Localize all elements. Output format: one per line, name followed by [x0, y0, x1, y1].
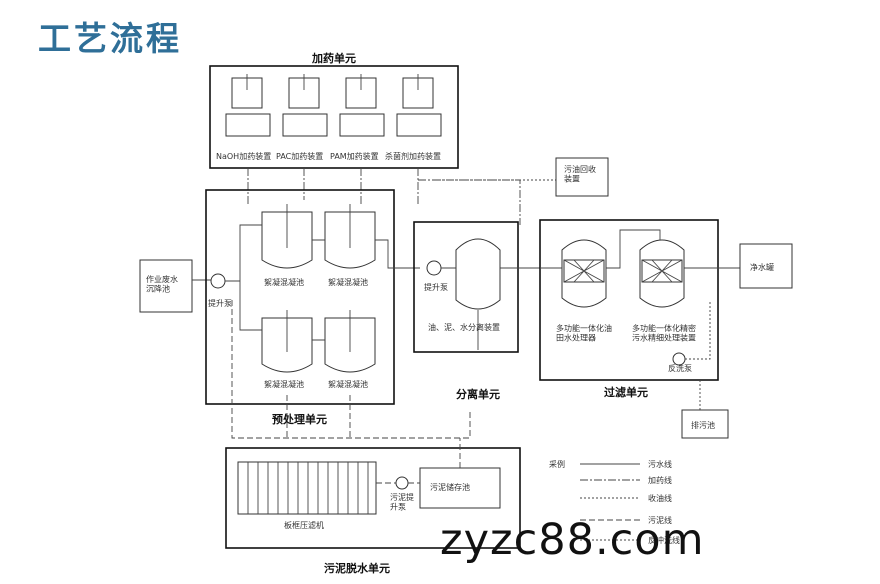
sludge-tank-box	[419, 467, 501, 509]
drain-tank-label: 排污池	[691, 420, 715, 430]
sludge-pump-icon	[395, 476, 409, 490]
backwash-pump-label: 反洗泵	[668, 363, 692, 373]
drain-tank-box	[681, 409, 729, 439]
separation-lines	[441, 267, 540, 350]
dosing-device-label-naoh: NaOH加药装置	[216, 151, 271, 161]
filtration-unit-label: 过滤单元	[604, 385, 648, 399]
dosing-tank-2: PAC加药装置	[276, 74, 328, 161]
svg-text:絮凝混凝池: 絮凝混凝池	[264, 277, 304, 287]
svg-text:板框压滤机: 板框压滤机	[284, 520, 324, 530]
watermark-text: zyzc88.com	[440, 515, 705, 565]
coag-tank-3: 絮凝混凝池	[261, 310, 313, 389]
separator-vessel	[455, 238, 501, 310]
separator-label: 油、泥、水分离装置	[428, 322, 500, 332]
filtration-unit-frame	[539, 219, 719, 381]
source-tank-label: 作业废水沉降池	[146, 274, 178, 294]
pretreat-sludge-lines	[231, 300, 471, 439]
page-title: 工艺流程	[38, 19, 182, 58]
sludge-pump-label: 污泥提升泵	[390, 492, 414, 512]
source-tank-box	[139, 259, 193, 313]
filter-vessel-1: 多功能一体化油田水处理器	[556, 239, 612, 343]
legend-item-dosing: 加药线	[648, 475, 672, 485]
lift-pump-2-icon	[426, 260, 442, 276]
dosing-tank-1: NaOH加药装置	[216, 74, 271, 161]
clean-tank-label: 净水罐	[750, 262, 774, 272]
svg-text:多功能一体化精密污水精细处理装置: 多功能一体化精密污水精细处理装置	[632, 323, 696, 343]
dewater-unit-frame	[225, 447, 521, 549]
dosing-device-label-pac: PAC加药装置	[276, 151, 323, 161]
backwash-lines	[685, 300, 711, 410]
clean-tank-box	[739, 243, 793, 289]
pretreat-unit-frame	[205, 189, 395, 405]
filter-vessel-2: 多功能一体化精密污水精细处理装置	[632, 239, 696, 343]
oil-recovery-box	[555, 157, 609, 197]
dosing-device-label-pam: PAM加药装置	[330, 151, 379, 161]
pretreat-wastewater-lines	[225, 224, 420, 341]
filtration-lines	[540, 229, 740, 269]
dosing-tank-3: PAM加药装置	[330, 74, 385, 161]
svg-text:絮凝混凝池: 絮凝混凝池	[328, 379, 368, 389]
legend: 采例 污水线 加药线 收油线 污泥线 反冲洗线	[549, 459, 680, 545]
separation-unit-label: 分离单元	[456, 387, 500, 401]
coag-tank-2: 絮凝混凝池	[324, 204, 376, 287]
legend-item-oil: 收油线	[648, 493, 672, 503]
legend-item-sludge: 污泥线	[648, 515, 672, 525]
svg-text:多功能一体化油田水处理器: 多功能一体化油田水处理器	[556, 323, 612, 343]
svg-text:絮凝混凝池: 絮凝混凝池	[328, 277, 368, 287]
dosing-unit-label: 加药单元	[311, 51, 356, 65]
dosing-tank-4: 杀菌剂加药装置	[385, 74, 442, 161]
sludge-tank-label: 污泥储存池	[430, 482, 470, 492]
oil-recovery-label: 污油回收装置	[564, 164, 596, 184]
dosing-line-to-separator	[418, 179, 521, 225]
lift-pump-1-icon	[210, 273, 226, 289]
sludge-lines	[376, 438, 461, 484]
dosing-line-down	[247, 168, 419, 205]
dewater-unit-label: 污泥脱水单元	[324, 561, 390, 575]
legend-header: 采例	[549, 459, 565, 469]
lift-pump-1-label: 提升泵	[208, 298, 232, 308]
dosing-unit-frame	[209, 65, 459, 169]
svg-text:絮凝混凝池: 絮凝混凝池	[264, 379, 304, 389]
legend-item-wastewater: 污水线	[648, 459, 672, 469]
coag-tank-1: 絮凝混凝池	[261, 204, 313, 287]
lift-pump-2-label: 提升泵	[424, 282, 448, 292]
dosing-device-label-biocide: 杀菌剂加药装置	[385, 151, 441, 161]
legend-item-backwash: 反冲洗线	[648, 535, 680, 545]
filter-press: 板框压滤机	[237, 461, 377, 530]
coag-tank-4: 絮凝混凝池	[324, 310, 376, 389]
separation-unit-frame	[413, 221, 519, 353]
pretreat-unit-label: 预处理单元	[272, 412, 327, 426]
